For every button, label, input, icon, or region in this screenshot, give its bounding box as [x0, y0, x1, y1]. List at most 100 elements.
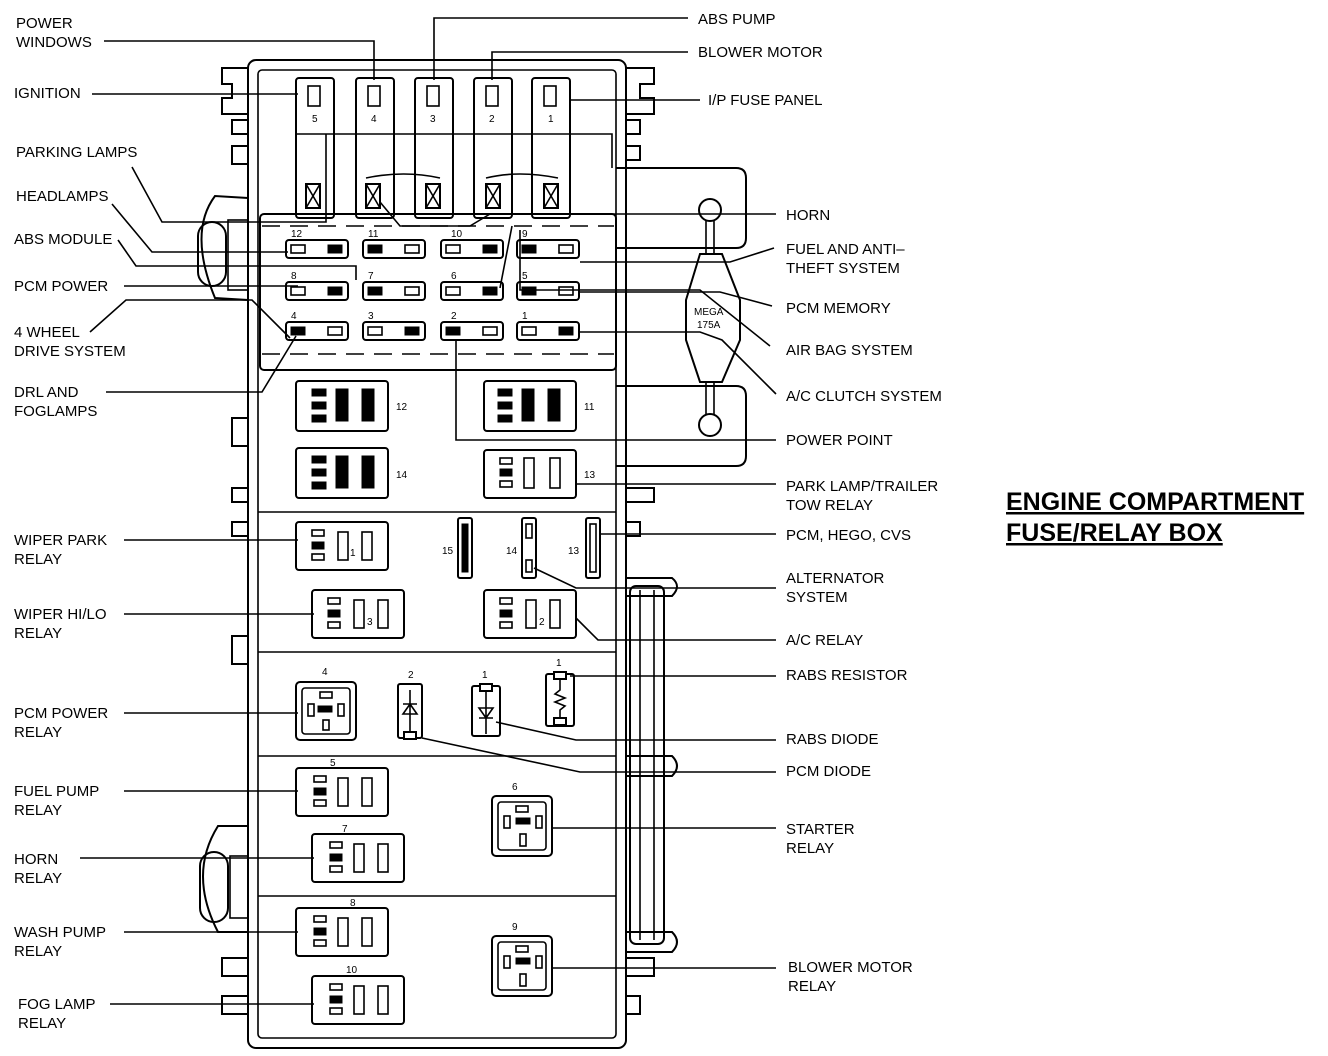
svg-text:6: 6 [451, 271, 457, 282]
maxi-fuse-4-number: 4 [371, 114, 377, 125]
relay-7: 7 [311, 824, 405, 883]
label-fog-lamp-2: RELAY [18, 1015, 66, 1032]
label-ignition: IGNITION [14, 85, 81, 102]
label-wiper-park-2: RELAY [14, 551, 62, 568]
svg-text:4: 4 [322, 667, 328, 678]
svg-text:8: 8 [291, 271, 297, 282]
label-park-lamp-trailer-1: PARK LAMP/TRAILER [786, 478, 938, 495]
maxi-fuse-3-number: 3 [430, 114, 436, 125]
relay-11: 11 [483, 380, 595, 432]
left-leader-lines [80, 40, 375, 1005]
svg-text:7: 7 [342, 824, 348, 835]
label-pcm-hego-cvs: PCM, HEGO, CVS [786, 527, 911, 544]
rabs-diode-component: 1 [471, 670, 501, 737]
svg-text:11: 11 [368, 229, 379, 240]
cartridge-fuse-14: 14 [506, 517, 537, 579]
svg-text:14: 14 [396, 470, 408, 481]
label-air-bag: AIR BAG SYSTEM [786, 342, 913, 359]
mini-fuse-4: 4 [285, 311, 349, 341]
rabs-resistor-component: 1 [545, 658, 575, 727]
mega-fuse-rating: 175A [697, 320, 721, 331]
label-starter-relay-1: STARTER [786, 821, 855, 838]
label-ac-clutch: A/C CLUTCH SYSTEM [786, 388, 942, 405]
relay-4: 4 [295, 667, 357, 741]
mini-fuse-grid: 12 11 10 9 8 7 6 5 4 3 2 1 [285, 229, 580, 341]
label-wiper-park-1: WIPER PARK [14, 532, 107, 549]
label-pcm-memory: PCM MEMORY [786, 300, 891, 317]
label-power-windows-2: WINDOWS [16, 34, 92, 51]
maxi-fuse-2: 2 [473, 77, 513, 219]
label-horn-relay-2: RELAY [14, 870, 62, 887]
label-drl-1: DRL AND [14, 384, 79, 401]
mini-fuse-12: 12 [285, 229, 349, 259]
title-line-2: FUSE/RELAY BOX [1006, 519, 1223, 547]
right-label-group: ABS PUMP BLOWER MOTOR I/P FUSE PANEL HOR… [698, 11, 942, 995]
label-drl-2: FOGLAMPS [14, 403, 97, 420]
svg-text:15: 15 [442, 546, 454, 557]
mini-fuse-2: 2 [440, 311, 504, 341]
label-pcm-power-relay-1: PCM POWER [14, 705, 108, 722]
svg-text:1: 1 [482, 670, 488, 681]
relay-10: 10 [311, 965, 405, 1025]
label-alternator-2: SYSTEM [786, 589, 848, 606]
mega-fuse-label: MEGA [694, 307, 724, 318]
relay-9: 9 [491, 922, 553, 997]
svg-text:5: 5 [522, 271, 528, 282]
svg-text:3: 3 [367, 617, 373, 628]
label-headlamps: HEADLAMPS [16, 188, 109, 205]
relay-3: 3 [311, 589, 405, 639]
left-label-group: POWER WINDOWS IGNITION PARKING LAMPS HEA… [14, 15, 137, 1032]
label-starter-relay-2: RELAY [786, 840, 834, 857]
label-power-point: POWER POINT [786, 432, 893, 449]
relay-12: 12 [295, 380, 408, 432]
label-parking-lamps: PARKING LAMPS [16, 144, 137, 161]
label-fuel-pump-1: FUEL PUMP [14, 783, 99, 800]
label-fuel-anti-theft-1: FUEL AND ANTI– [786, 241, 905, 258]
svg-text:13: 13 [568, 546, 580, 557]
mini-fuse-1: 1 [516, 311, 580, 341]
label-fog-lamp-1: FOG LAMP [18, 996, 96, 1013]
svg-text:2: 2 [408, 670, 414, 681]
label-fuel-anti-theft-2: THEFT SYSTEM [786, 260, 900, 277]
maxi-fuse-2-number: 2 [489, 114, 495, 125]
cartridge-fuse-13: 13 [568, 517, 601, 579]
svg-text:12: 12 [396, 402, 408, 413]
svg-text:6: 6 [512, 782, 518, 793]
label-horn-relay-1: HORN [14, 851, 58, 868]
maxi-fuse-4: 4 [355, 77, 395, 219]
relay-1: 1 [295, 521, 389, 571]
svg-text:9: 9 [522, 229, 528, 240]
label-blower-motor-relay-1: BLOWER MOTOR [788, 959, 913, 976]
label-wiper-hilo-2: RELAY [14, 625, 62, 642]
label-pcm-power-relay-2: RELAY [14, 724, 62, 741]
svg-text:1: 1 [556, 658, 562, 669]
svg-text:11: 11 [584, 402, 595, 413]
mini-fuse-3: 3 [362, 311, 426, 341]
label-horn: HORN [786, 207, 830, 224]
label-fuel-pump-2: RELAY [14, 802, 62, 819]
label-4wd-2: DRIVE SYSTEM [14, 343, 126, 360]
label-ac-relay: A/C RELAY [786, 632, 863, 649]
maxi-fuse-row: 5 4 3 2 1 [295, 77, 571, 219]
label-wash-pump-1: WASH PUMP [14, 924, 106, 941]
label-abs-module: ABS MODULE [14, 231, 112, 248]
relay-14: 14 [295, 447, 408, 499]
svg-text:1: 1 [350, 548, 356, 559]
label-blower-motor: BLOWER MOTOR [698, 44, 823, 61]
label-abs-pump: ABS PUMP [698, 11, 776, 28]
relay-5: 5 [295, 758, 389, 817]
label-power-windows-1: POWER [16, 15, 73, 32]
maxi-fuse-5: 5 [295, 77, 335, 219]
diagram-title: ENGINE COMPARTMENT FUSE/RELAY BOX [1006, 488, 1304, 547]
maxi-fuse-1: 1 [531, 77, 571, 219]
cartridge-fuse-15: 15 [442, 517, 473, 579]
relay-8: 8 [295, 898, 389, 957]
label-ip-fuse-panel: I/P FUSE PANEL [708, 92, 823, 109]
relay-2: 2 [483, 589, 577, 639]
mini-fuse-10: 10 [440, 229, 504, 259]
label-4wd-1: 4 WHEEL [14, 324, 80, 341]
label-rabs-resistor: RABS RESISTOR [786, 667, 908, 684]
mini-fuse-7: 7 [362, 271, 426, 301]
label-pcm-diode: PCM DIODE [786, 763, 871, 780]
relay-6: 6 [491, 782, 553, 857]
